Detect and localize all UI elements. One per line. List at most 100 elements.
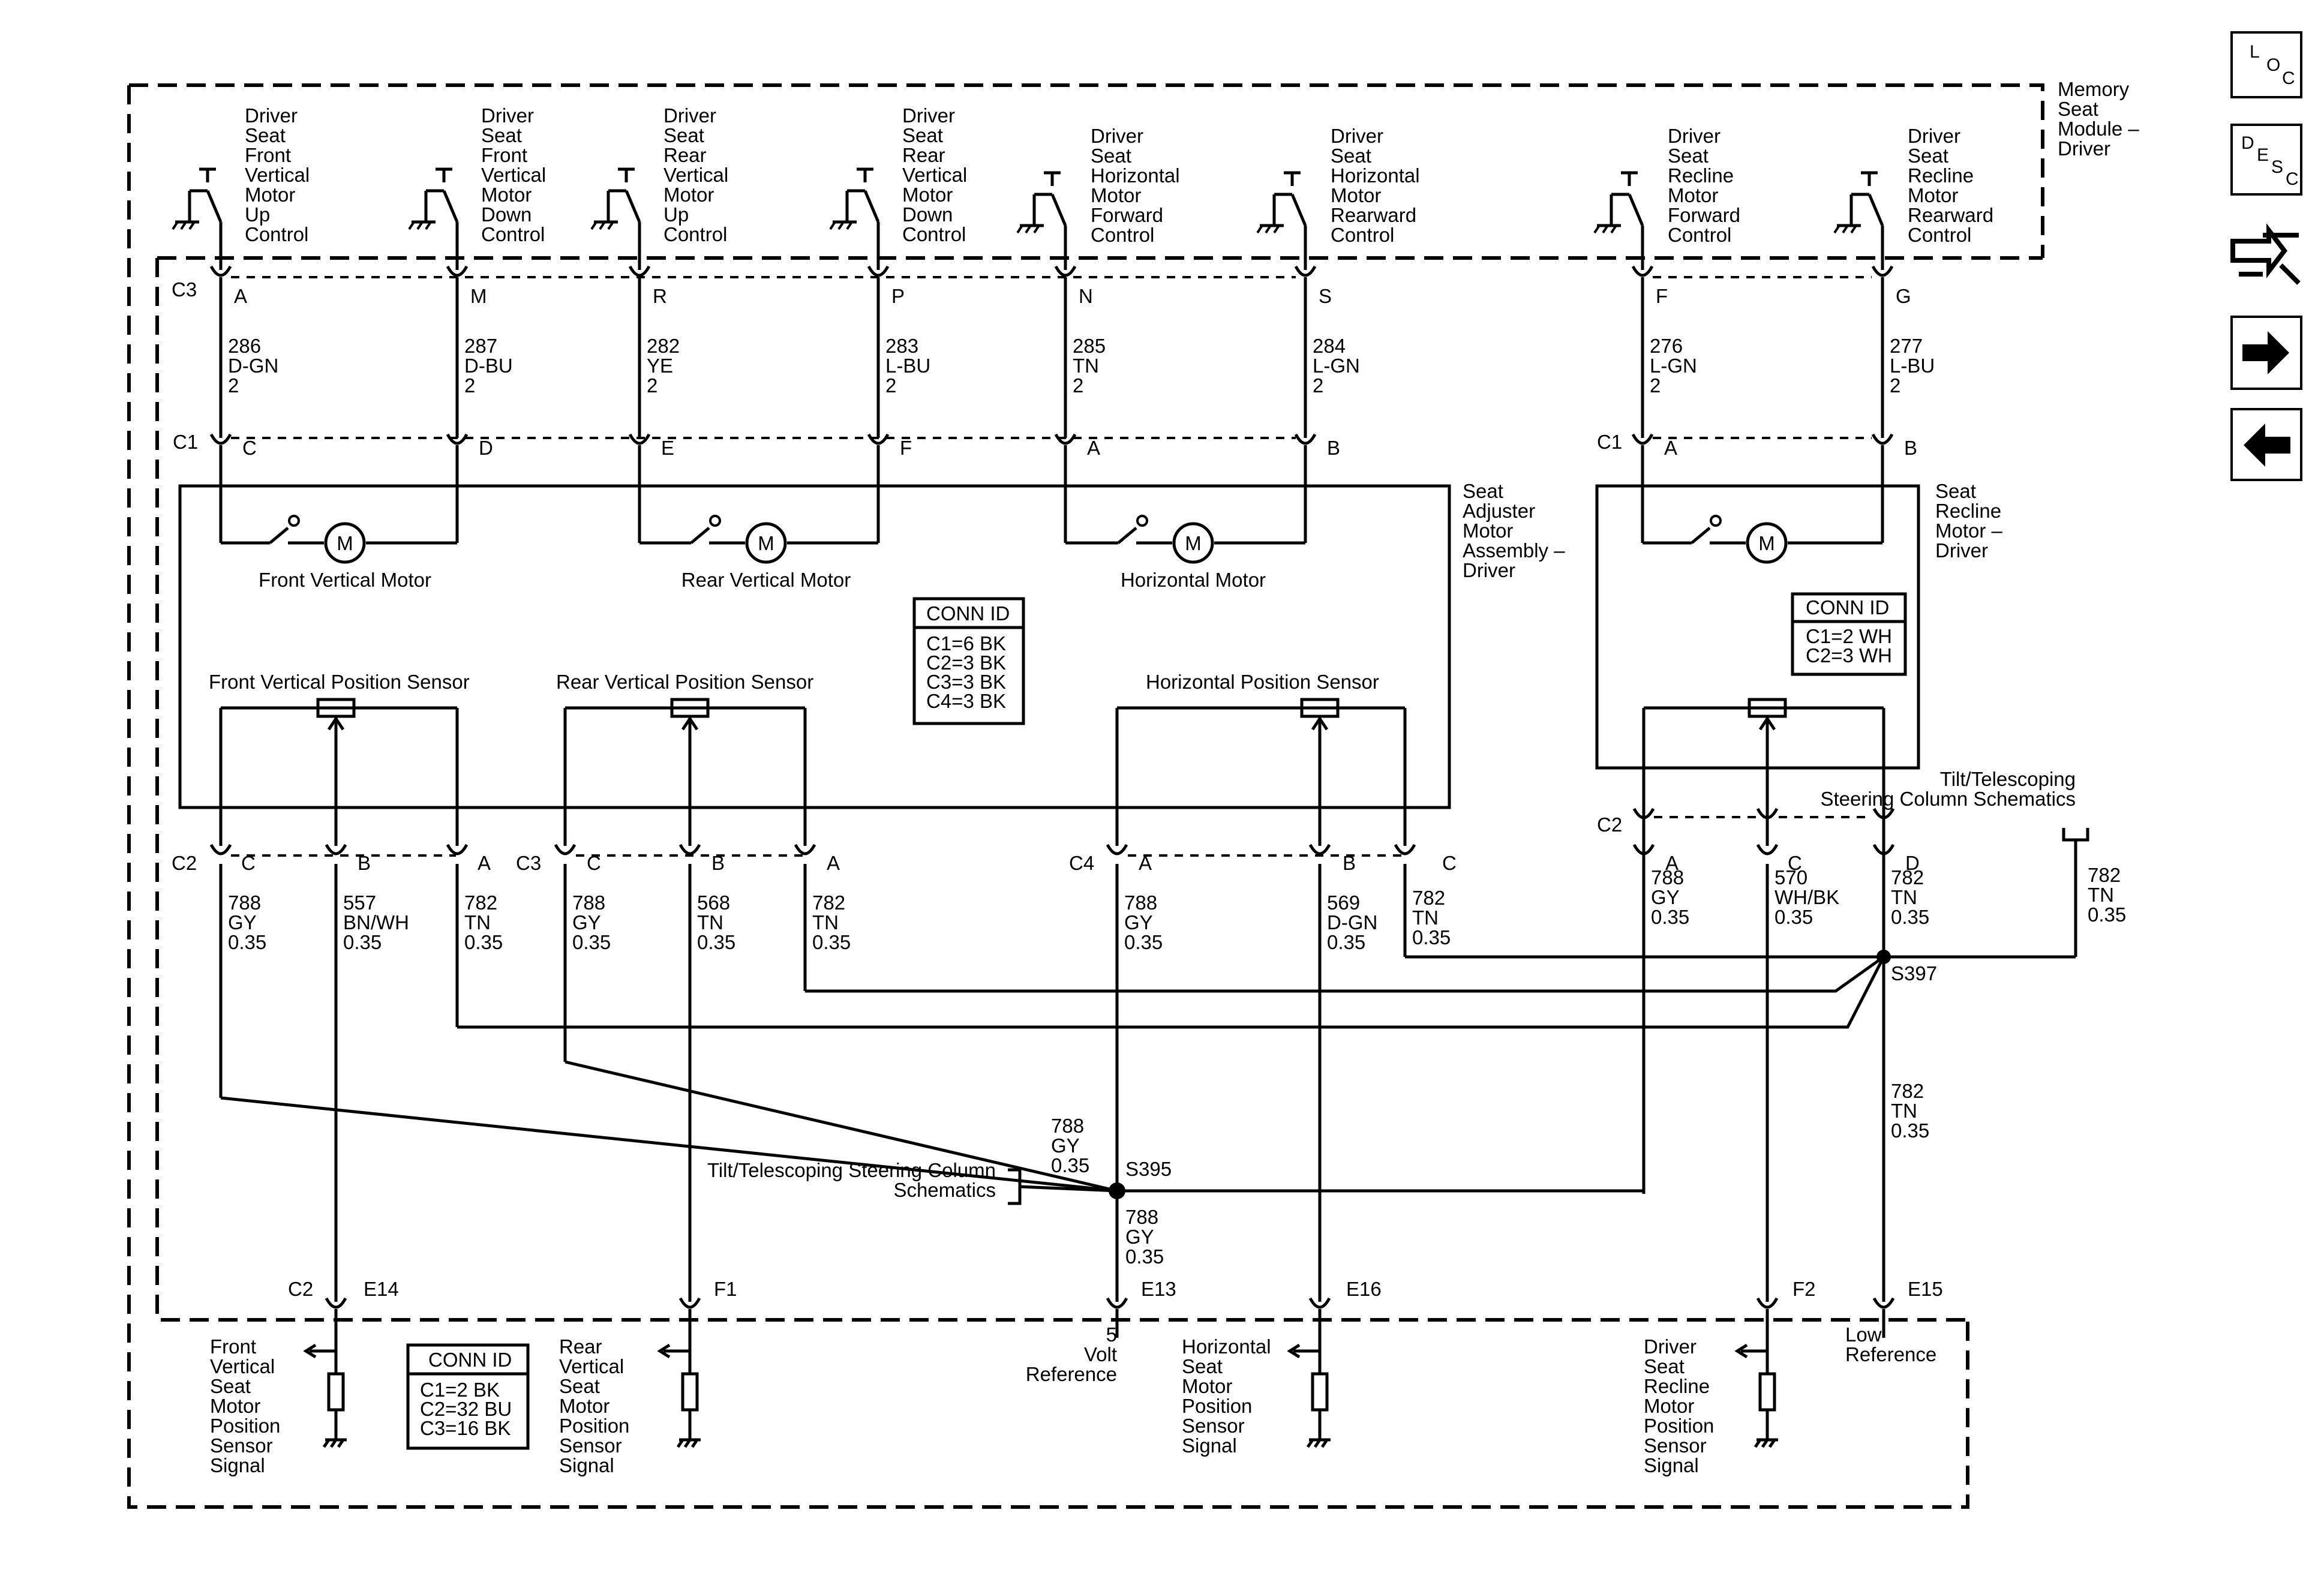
control-label: Control	[1091, 224, 1154, 246]
control-label: Motor	[663, 184, 714, 206]
connector-pin-label: B	[1327, 437, 1340, 459]
next-arrow-icon	[2242, 331, 2289, 374]
ground-icon	[846, 221, 853, 230]
ground-icon	[599, 221, 606, 230]
c1-connector-pin	[1631, 433, 1654, 445]
wire-label: BN/WH	[343, 911, 409, 933]
ground-icon	[188, 221, 196, 230]
connector-pin-label: D	[1905, 852, 1920, 874]
conn-id-recline-box: CONN ID C1=2 WH C2=3 WH	[1791, 592, 1907, 676]
control-label: Vertical	[663, 164, 728, 186]
assembly-label: Recline	[1935, 500, 2001, 522]
control-label: Rear	[902, 144, 945, 166]
signal-label: Motor	[559, 1395, 609, 1417]
c3-connector-pin	[628, 265, 651, 277]
wire-label: GY	[228, 911, 257, 933]
desc-letter: E	[2257, 145, 2269, 165]
signal-label: Rear	[559, 1335, 602, 1358]
c1-connector-pin	[628, 433, 651, 445]
tilt-reference-label: Schematics	[893, 1179, 996, 1201]
wiper-arrow-icon	[1311, 716, 1329, 731]
assembly-label: Assembly –	[1463, 539, 1565, 562]
wire-label: GY	[1651, 886, 1680, 908]
connector-pin-label: A	[1139, 852, 1152, 874]
c3-connector-pin	[446, 265, 469, 277]
wire-label: 782	[1891, 1080, 1924, 1102]
memory-module-boundary-left	[127, 85, 1969, 1509]
c3-connector-pin	[1871, 265, 1894, 277]
control-label: Seat	[1908, 145, 1948, 167]
wire-label: 0.35	[228, 931, 266, 953]
c1-connector-pin	[209, 433, 232, 445]
control-label: Driver	[663, 104, 716, 127]
thermal-breaker-icon	[1136, 515, 1148, 527]
control-label: Control	[1668, 224, 1731, 246]
wire-label: 2	[1313, 374, 1323, 397]
connector-pin-label: F	[900, 437, 912, 459]
previous-page-button[interactable]	[2230, 408, 2302, 481]
control-label: Control	[1908, 224, 1971, 246]
ground-icon	[408, 221, 415, 230]
ground-icon	[1842, 224, 1849, 234]
loc-letter: C	[2282, 68, 2295, 88]
next-page-button[interactable]	[2230, 316, 2302, 390]
connector-pin-label: B	[358, 852, 371, 874]
signal-label: Front	[210, 1335, 256, 1358]
control-label: Motor	[1331, 184, 1381, 206]
assembly-label: Adjuster	[1463, 500, 1535, 522]
resistor-icon	[327, 1372, 345, 1412]
signal-label: Signal	[559, 1454, 614, 1476]
module-pin-label: E16	[1346, 1278, 1382, 1300]
location-button[interactable]: L O C	[2230, 31, 2302, 98]
control-label: Seat	[1668, 145, 1709, 167]
ground-icon	[1025, 224, 1032, 234]
signal-label: Motor	[1182, 1375, 1232, 1397]
control-label: Motor	[902, 184, 953, 206]
wire-label: 285	[1073, 335, 1106, 357]
control-label: Recline	[1668, 164, 1734, 187]
signal-label: Vertical	[559, 1355, 624, 1377]
recline-connector-pin	[1756, 807, 1779, 819]
control-label: Forward	[1091, 204, 1163, 226]
symbols-icon[interactable]	[2227, 217, 2305, 289]
c3-connector-pin	[1631, 265, 1654, 277]
conn-id-module-line: C3=16 BK	[420, 1417, 511, 1439]
control-label: Recline	[1908, 164, 1974, 187]
relay-switch-icon	[408, 167, 459, 230]
conn-id-module-title: CONN ID	[428, 1349, 512, 1371]
wire-label: 0.35	[1412, 926, 1451, 948]
labels: DriverSeatFrontVerticalMotorUpControlA28…	[172, 78, 2139, 1476]
ground-icon	[676, 1438, 701, 1448]
wire-label: 0.35	[1125, 1245, 1164, 1268]
c1-connector-pin	[1871, 433, 1894, 445]
description-button[interactable]: D E S C	[2230, 124, 2302, 196]
control-label: Control	[663, 223, 727, 245]
splice-s397-dot	[1876, 950, 1891, 964]
recline-connector-pin	[1632, 807, 1655, 819]
wire-label: 2	[228, 374, 239, 397]
wire-label: TN	[1891, 1100, 1917, 1122]
switch-blade	[624, 190, 641, 223]
wire-label: 287	[464, 335, 497, 357]
connector-pin-label: G	[1896, 285, 1911, 307]
signal-label: Seat	[1182, 1355, 1223, 1377]
seat-recline-assembly	[1595, 484, 1920, 770]
control-label: Driver	[1668, 125, 1721, 147]
ground-icon	[1265, 224, 1272, 234]
conn-id-recline-line: C2=3 WH	[1806, 644, 1892, 667]
connector-pin-label: C	[1442, 852, 1457, 874]
connector-label: C4	[1069, 852, 1094, 874]
splice-label: S397	[1891, 962, 1937, 984]
connector-pin-label: A	[1664, 437, 1677, 459]
wire-label: 2	[885, 374, 896, 397]
module-pin-label: E15	[1908, 1278, 1943, 1300]
module-label: Driver	[2058, 137, 2110, 160]
motor-symbol: M	[758, 532, 774, 554]
wire-label: 286	[228, 335, 261, 357]
tilt-reference-label: Tilt/Telescoping Steering Column	[707, 1159, 996, 1181]
control-label: Rear	[663, 144, 707, 166]
conn-id-main-box: CONN ID C1=6 BK C2=3 BK C3=3 BK C4=3 BK	[912, 597, 1025, 725]
wire-label: 0.35	[812, 931, 851, 953]
motor-symbol: M	[337, 532, 353, 554]
